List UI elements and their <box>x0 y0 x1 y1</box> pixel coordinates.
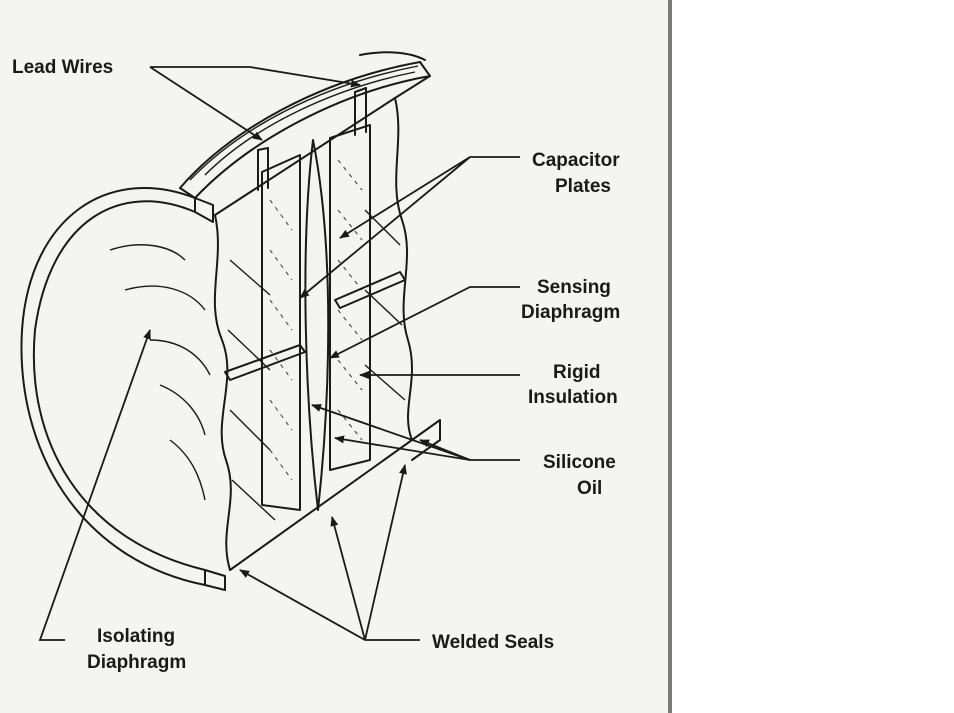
label-lead-wires: Lead Wires <box>12 57 113 78</box>
rigid-insulation <box>224 124 406 511</box>
lead-wires <box>257 87 367 191</box>
scan-edge <box>668 0 672 713</box>
label-isolating-diaphragm-line1: Isolating <box>97 626 175 647</box>
label-rigid-insulation-line2: Insulation <box>528 387 618 408</box>
label-welded-seals: Welded Seals <box>432 632 554 653</box>
label-capacitor-plates-line2: Plates <box>555 176 611 197</box>
isolating-diaphragm-arcs <box>109 244 211 501</box>
sensing-diaphragm <box>304 139 330 511</box>
label-capacitor-plates-line1: Capacitor <box>532 150 620 171</box>
pointer-lines <box>38 66 520 641</box>
label-silicone-oil-line1: Silicone <box>543 452 616 473</box>
label-sensing-diaphragm-line1: Sensing <box>537 277 611 298</box>
label-silicone-oil-line2: Oil <box>577 478 602 499</box>
housing-outline <box>20 51 431 591</box>
label-isolating-diaphragm-line2: Diaphragm <box>87 652 186 673</box>
label-rigid-insulation-line1: Rigid <box>553 362 601 383</box>
label-sensing-diaphragm-line2: Diaphragm <box>521 302 620 323</box>
